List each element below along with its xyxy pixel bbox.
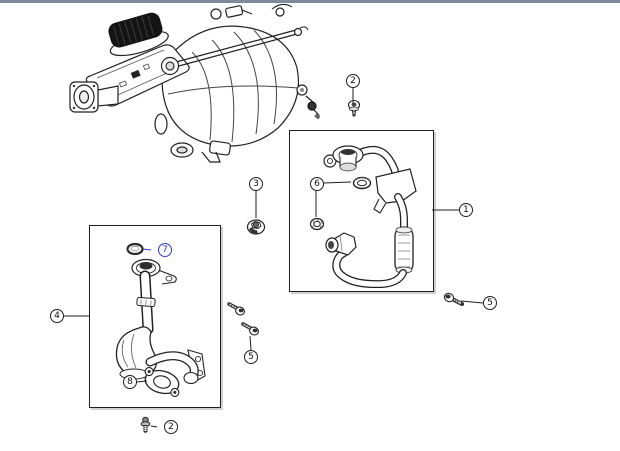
oil-feed-tube xyxy=(323,145,417,288)
leader-line-5-mid xyxy=(249,335,252,351)
callout-3[interactable]: 3 xyxy=(249,177,263,191)
o-ring-icon[interactable] xyxy=(309,217,325,231)
bolt-2-top-icon[interactable] xyxy=(346,99,362,117)
oil-return-tube xyxy=(115,258,206,385)
bolt-5-mid-upper-icon[interactable] xyxy=(226,300,246,316)
o-ring-7-icon[interactable] xyxy=(126,242,144,256)
oil-feed-tube-illustration[interactable] xyxy=(290,131,431,288)
callout-2-top[interactable]: 2 xyxy=(346,74,360,88)
bolt-5-right-icon[interactable] xyxy=(443,291,465,309)
callout-5-mid[interactable]: 5 xyxy=(244,350,258,364)
gasket-icon[interactable] xyxy=(141,367,183,398)
callout-7-selected[interactable]: 7 xyxy=(158,243,172,257)
bolt-2-bottom-icon[interactable] xyxy=(139,416,152,434)
window-top-border xyxy=(0,0,620,3)
callout-6[interactable]: 6 xyxy=(310,177,324,191)
washer-icon[interactable] xyxy=(352,176,372,190)
callout-2-bottom[interactable]: 2 xyxy=(164,420,178,434)
callout-1[interactable]: 1 xyxy=(459,203,473,217)
ribbed-cap-icon xyxy=(108,12,169,57)
part-box-oil-return-tube xyxy=(89,225,221,408)
part-box-oil-feed-tube xyxy=(289,130,434,292)
oil-return-tube-illustration[interactable] xyxy=(90,226,218,404)
engine-assembly-illustration xyxy=(69,3,320,163)
nut-3-icon[interactable] xyxy=(246,217,266,235)
callout-4[interactable]: 4 xyxy=(50,309,64,323)
bolt-5-mid-lower-icon[interactable] xyxy=(240,320,260,336)
callout-8[interactable]: 8 xyxy=(123,375,137,389)
callout-5-right[interactable]: 5 xyxy=(483,296,497,310)
